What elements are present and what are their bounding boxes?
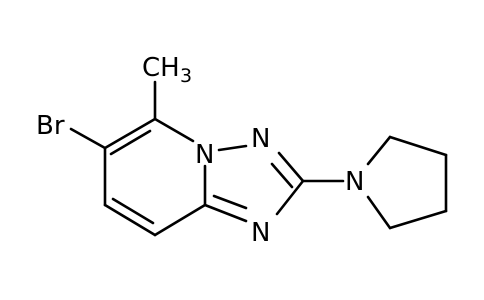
bond-c7-c8 bbox=[103, 203, 157, 237]
bromine-label: Br bbox=[36, 111, 65, 141]
bond-pyr-n-c1 bbox=[366, 135, 392, 166]
bond-n1-c2-inner bbox=[270, 162, 294, 189]
bond-n3-c8a-inner bbox=[212, 194, 248, 210]
bond-n4-c5 bbox=[153, 117, 195, 143]
methyl-subscript: 3 bbox=[180, 65, 192, 87]
bond-c5-c6-inner bbox=[109, 129, 152, 156]
bond-c2-n3 bbox=[275, 179, 305, 216]
bond-pyr-c3-c4 bbox=[388, 209, 448, 230]
bond-pyr-c4-n bbox=[366, 195, 392, 230]
nitrogen-pyrrolidine-label: N bbox=[345, 167, 364, 197]
bond-c8-c8a bbox=[153, 203, 207, 237]
triazole-ring bbox=[203, 144, 305, 223]
bond-n3-c8a bbox=[203, 203, 248, 223]
nitrogen-top-label: N bbox=[251, 124, 270, 154]
methyl-label: CH bbox=[142, 53, 180, 83]
nitrogen-bottom-label: N bbox=[251, 218, 270, 248]
pyridine-ring bbox=[69, 80, 207, 237]
bond-c7-c8-inner bbox=[111, 197, 155, 225]
bond-c6-br bbox=[69, 127, 107, 150]
bond-c5-c6 bbox=[103, 117, 157, 150]
bond-pyr-c1-c2 bbox=[388, 135, 448, 157]
bond-n1-c2 bbox=[277, 151, 305, 183]
nitrogen-bridge-label: N bbox=[195, 140, 214, 170]
bond-n4-n1 bbox=[217, 144, 248, 152]
pyrrolidine-ring bbox=[366, 135, 448, 230]
